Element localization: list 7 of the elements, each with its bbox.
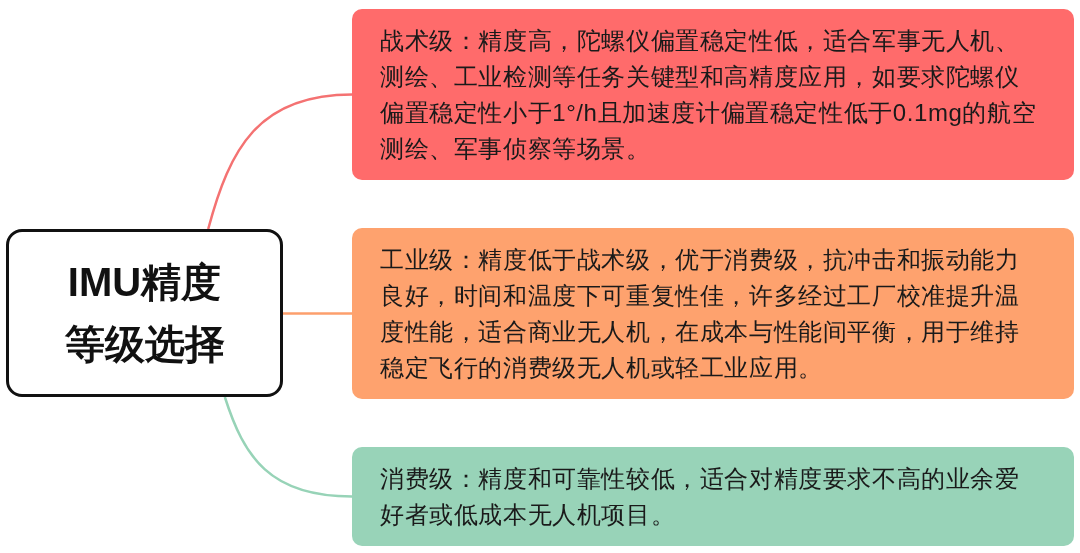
topic-box: IMU精度等级选择 (6, 229, 283, 397)
connector-line (283, 312, 352, 315)
connector-line (223, 396, 353, 498)
description-box: 工业级：精度低于战术级，优于消费级，抗冲击和振动能力良好，时间和温度下可重复性佳，许多经过工厂校准提升温度性能，适合商业无人机，在成本与性能间平衡，用于维持稳定飞行的消费级无人机或轻工业应用。 (352, 228, 1074, 399)
connector-line (207, 93, 353, 230)
description-box: 消费级：精度和可靠性较低，适合对精度要求不高的业余爱好者或低成本无人机项目。 (352, 447, 1074, 546)
description-box: 战术级：精度高，陀螺仪偏置稳定性低，适合军事无人机、测绘、工业检测等任务关键型和高精度应用，如要求陀螺仪偏置稳定性小于1°/h且加速度计偏置稳定性低于0.1mg的航空测绘、军事侦察等场景。 (352, 9, 1074, 180)
